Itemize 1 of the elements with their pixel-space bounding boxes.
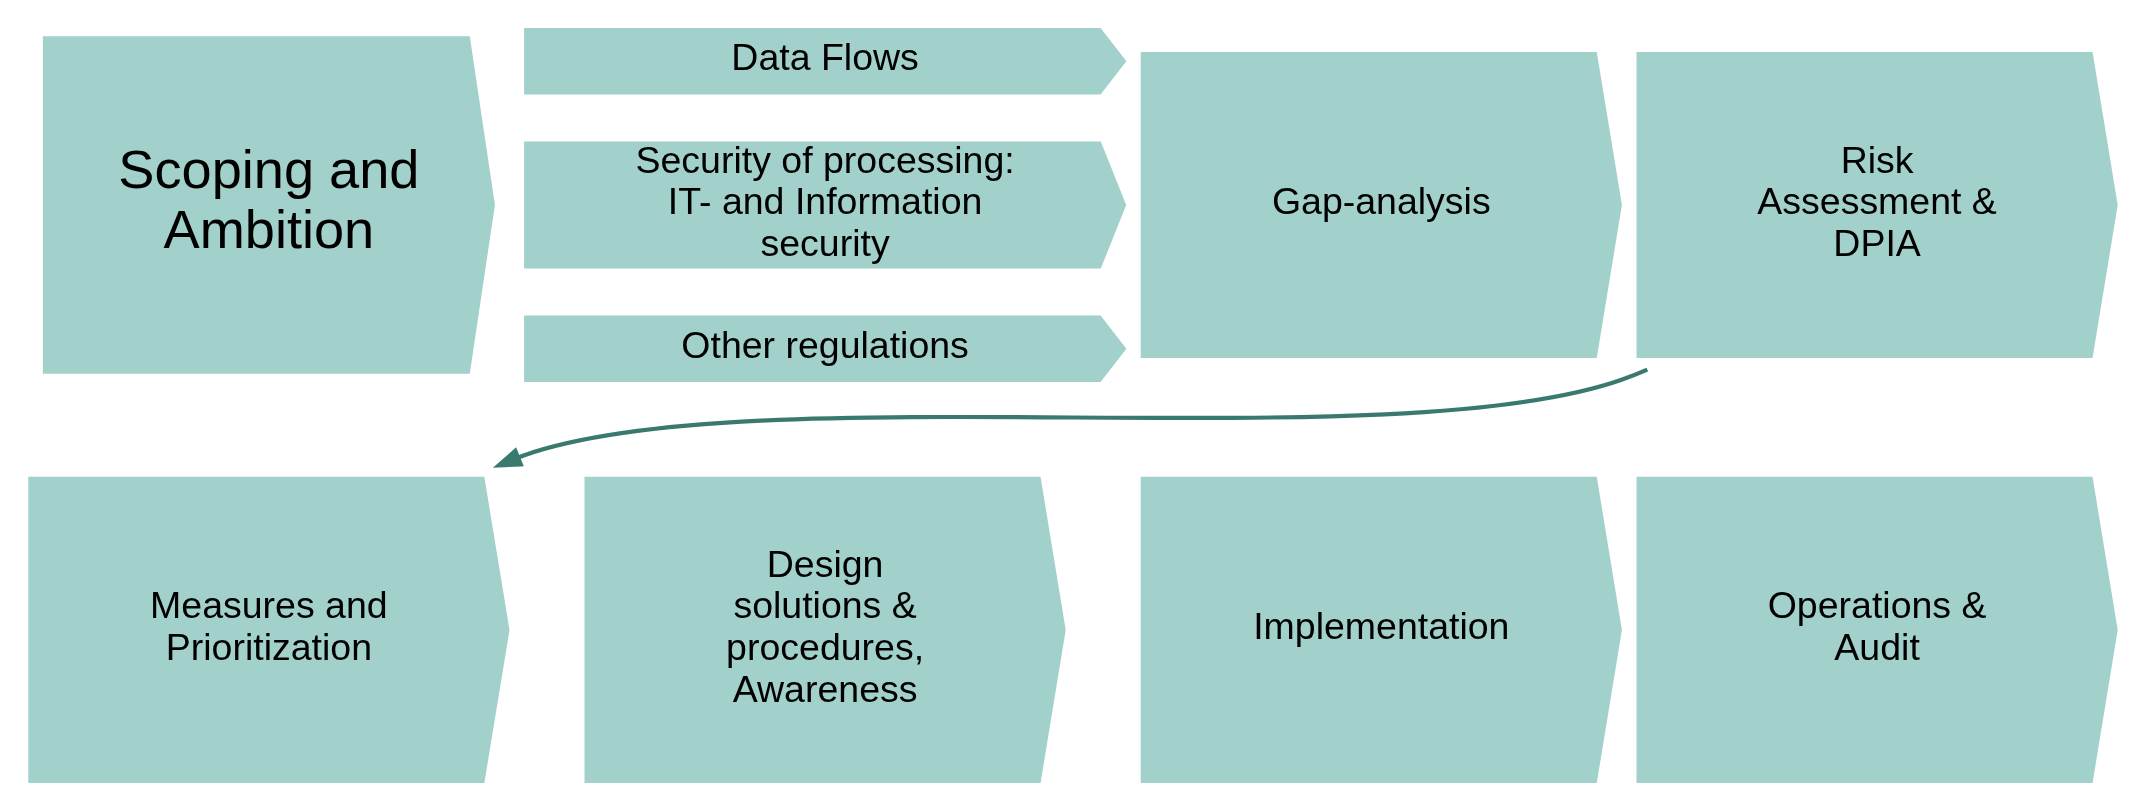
arrow (492, 367, 1648, 468)
